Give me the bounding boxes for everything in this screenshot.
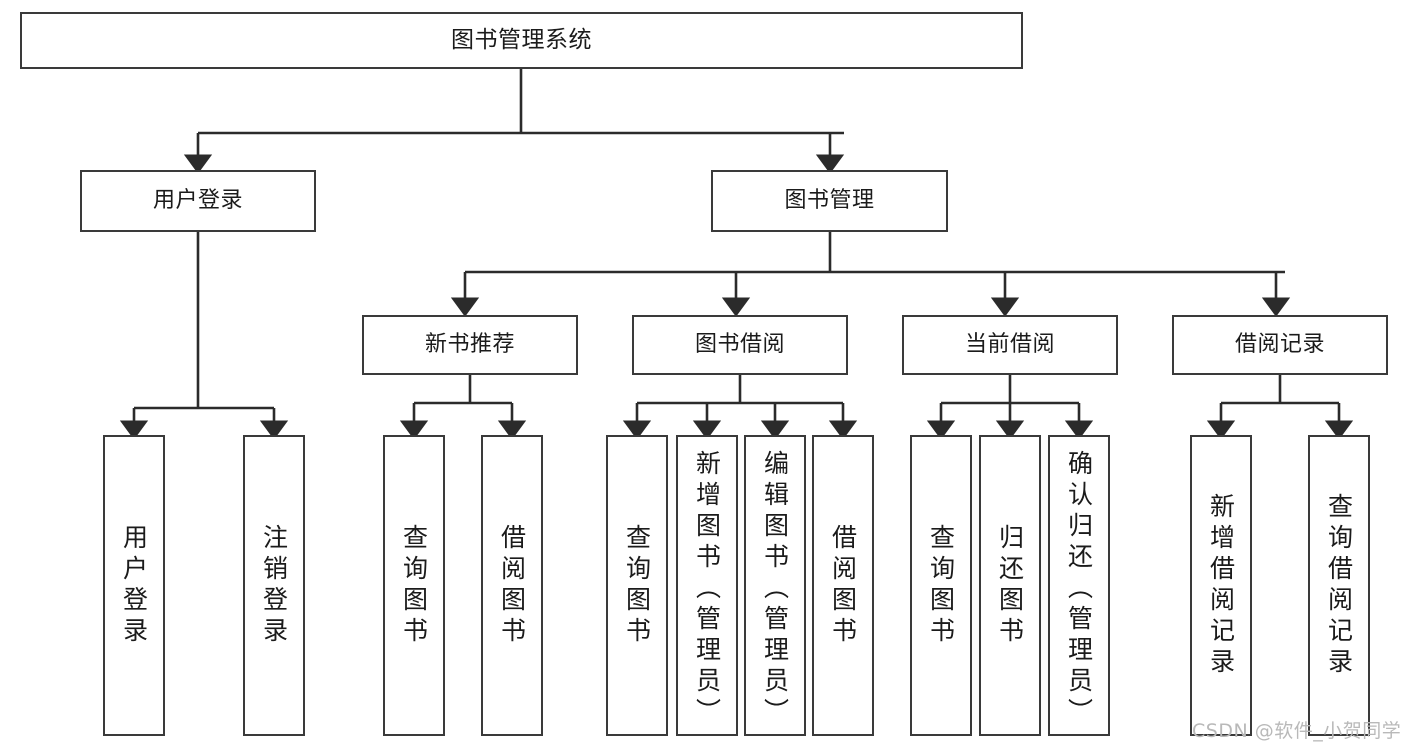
node-leaf-confirm-return[interactable]: 确认归还（管理员） (1048, 435, 1110, 736)
node-leaf-query-book-3-label: 查询图书 (926, 523, 956, 648)
node-leaf-query-book-2-label: 查询图书 (622, 523, 652, 648)
node-leaf-add-record-label: 新增借阅记录 (1206, 492, 1236, 679)
node-borrow-record-label: 借阅记录 (1234, 332, 1325, 358)
node-leaf-query-book-1[interactable]: 查询图书 (383, 435, 445, 736)
node-leaf-edit-book-label: 编辑图书（管理员） (760, 449, 790, 729)
node-book-manage[interactable]: 图书管理 (711, 170, 948, 232)
node-current-borrow-label: 当前借阅 (964, 332, 1055, 358)
node-leaf-borrow-book-1-label: 借阅图书 (497, 523, 527, 648)
node-leaf-add-record[interactable]: 新增借阅记录 (1190, 435, 1252, 736)
node-leaf-user-login[interactable]: 用户登录 (103, 435, 165, 736)
node-leaf-query-record-label: 查询借阅记录 (1324, 492, 1354, 679)
node-leaf-edit-book[interactable]: 编辑图书（管理员） (744, 435, 806, 736)
node-leaf-borrow-book-1[interactable]: 借阅图书 (481, 435, 543, 736)
node-leaf-return-book[interactable]: 归还图书 (979, 435, 1041, 736)
node-book-manage-label: 图书管理 (784, 188, 875, 214)
node-leaf-borrow-book-2-label: 借阅图书 (828, 523, 858, 648)
node-root-label: 图书管理系统 (451, 26, 592, 53)
node-book-borrow-label: 图书借阅 (694, 332, 785, 358)
node-current-borrow[interactable]: 当前借阅 (902, 315, 1118, 375)
node-new-book-recommend[interactable]: 新书推荐 (362, 315, 578, 375)
node-new-book-recommend-label: 新书推荐 (424, 332, 515, 358)
node-leaf-logout-label: 注销登录 (259, 523, 289, 648)
node-root[interactable]: 图书管理系统 (20, 12, 1023, 69)
node-leaf-query-book-3[interactable]: 查询图书 (910, 435, 972, 736)
node-leaf-borrow-book-2[interactable]: 借阅图书 (812, 435, 874, 736)
watermark-text: CSDN @软件_小贺同学 (1192, 720, 1402, 742)
node-leaf-confirm-return-label: 确认归还（管理员） (1064, 449, 1094, 729)
node-leaf-query-record[interactable]: 查询借阅记录 (1308, 435, 1370, 736)
node-leaf-return-book-label: 归还图书 (995, 523, 1025, 648)
node-leaf-add-book-label: 新增图书（管理员） (692, 449, 722, 729)
node-user-login-label: 用户登录 (152, 188, 243, 214)
node-borrow-record[interactable]: 借阅记录 (1172, 315, 1388, 375)
node-leaf-query-book-2[interactable]: 查询图书 (606, 435, 668, 736)
node-user-login[interactable]: 用户登录 (80, 170, 316, 232)
node-book-borrow[interactable]: 图书借阅 (632, 315, 848, 375)
node-leaf-user-login-label: 用户登录 (119, 523, 149, 648)
node-leaf-add-book[interactable]: 新增图书（管理员） (676, 435, 738, 736)
node-leaf-logout[interactable]: 注销登录 (243, 435, 305, 736)
node-leaf-query-book-1-label: 查询图书 (399, 523, 429, 648)
